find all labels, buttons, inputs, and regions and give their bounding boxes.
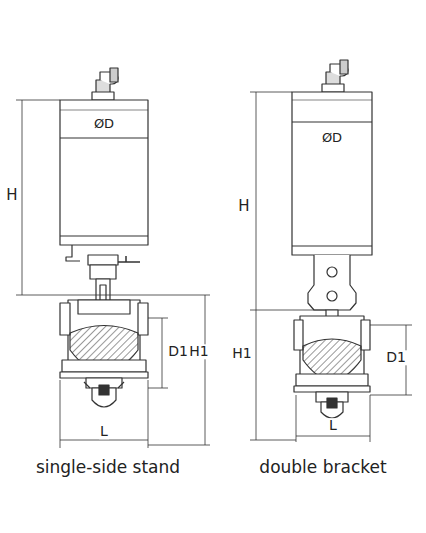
- dimension-label: ØD: [321, 131, 343, 145]
- dimension-label: H1: [188, 344, 209, 359]
- dimension-label: D1: [167, 344, 189, 359]
- dimension-label: H: [5, 187, 18, 204]
- dimension-label: L: [99, 424, 109, 439]
- dimension-label: H: [237, 198, 250, 215]
- figure-caption: single-side stand: [35, 458, 181, 477]
- dimension-label: ØD: [93, 117, 115, 131]
- dimension-label: L: [328, 418, 338, 433]
- dimension-label: H1: [231, 346, 252, 361]
- dimension-label: D1: [385, 350, 407, 365]
- figure-caption: double bracket: [258, 458, 387, 477]
